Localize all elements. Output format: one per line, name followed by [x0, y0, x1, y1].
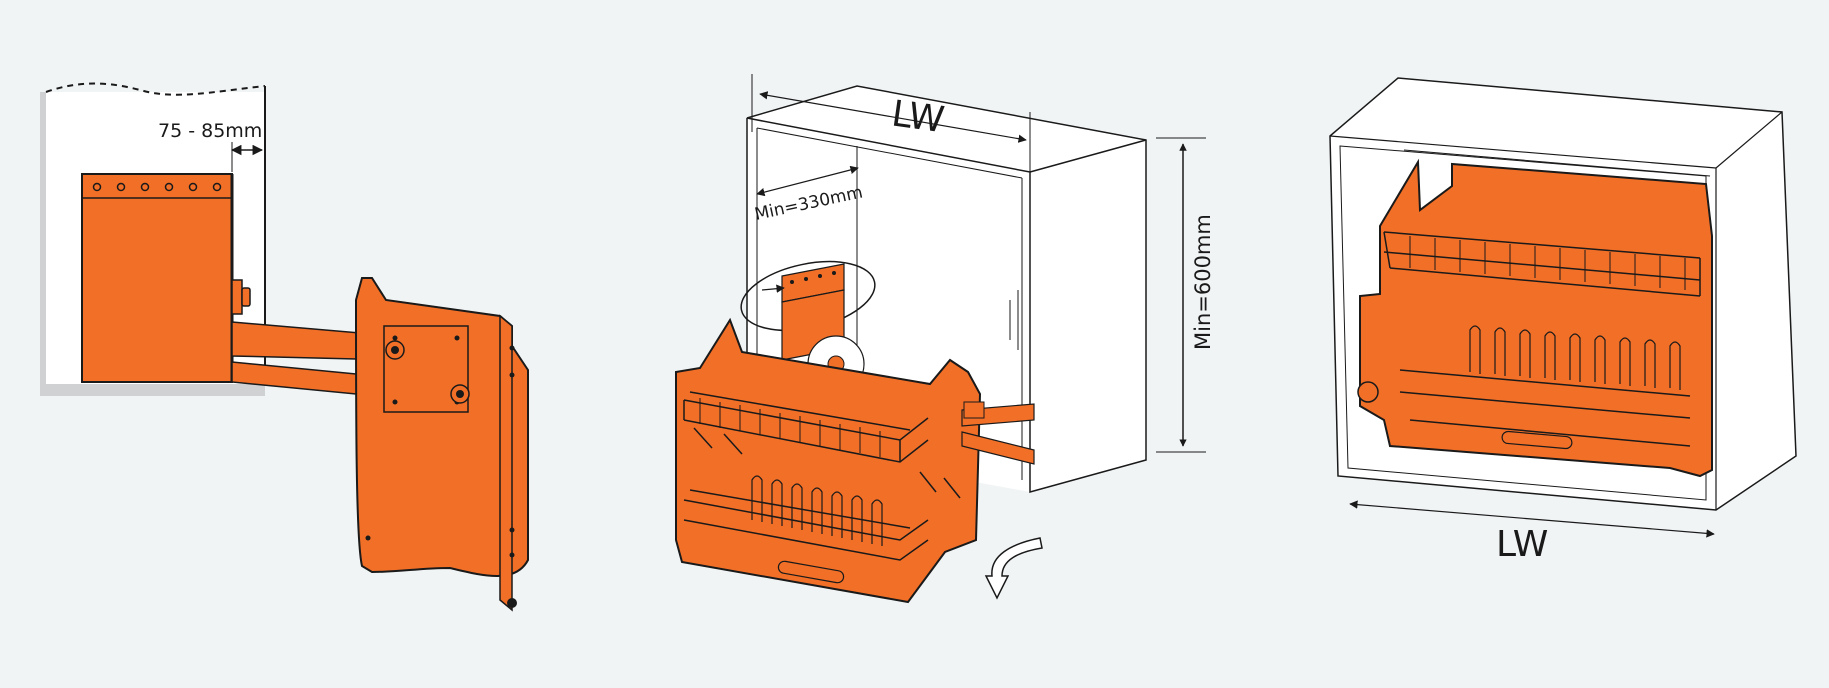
installed-knob [1357, 381, 1379, 403]
dim-lw-top: LW [889, 93, 947, 141]
screw-holes [92, 182, 222, 192]
cabinet-break-line [45, 82, 266, 96]
installed-plate-wires [1469, 325, 1681, 390]
basket-body [675, 317, 982, 604]
upper-rack-wires [699, 398, 881, 457]
cabinet-requirements-view: LW Min=330mm Min=600mm [675, 74, 1215, 604]
side-mounting-view: 75 - 85mm [40, 82, 529, 612]
pull-handle [777, 560, 845, 584]
installed-basket [1359, 158, 1713, 478]
dim-lw-bottom: LW [1496, 524, 1548, 565]
dim-mounting-offset: 75 - 85mm [158, 120, 262, 142]
plate-rack-wires [751, 475, 883, 546]
installed-handle [1501, 430, 1573, 450]
mounting-bracket-box [81, 173, 233, 383]
dim-min-height: Min=600mm [1191, 214, 1215, 350]
pull-down-arrow [984, 537, 1043, 600]
installed-view: LW [1329, 77, 1797, 565]
installed-upper-wires [1409, 236, 1686, 290]
